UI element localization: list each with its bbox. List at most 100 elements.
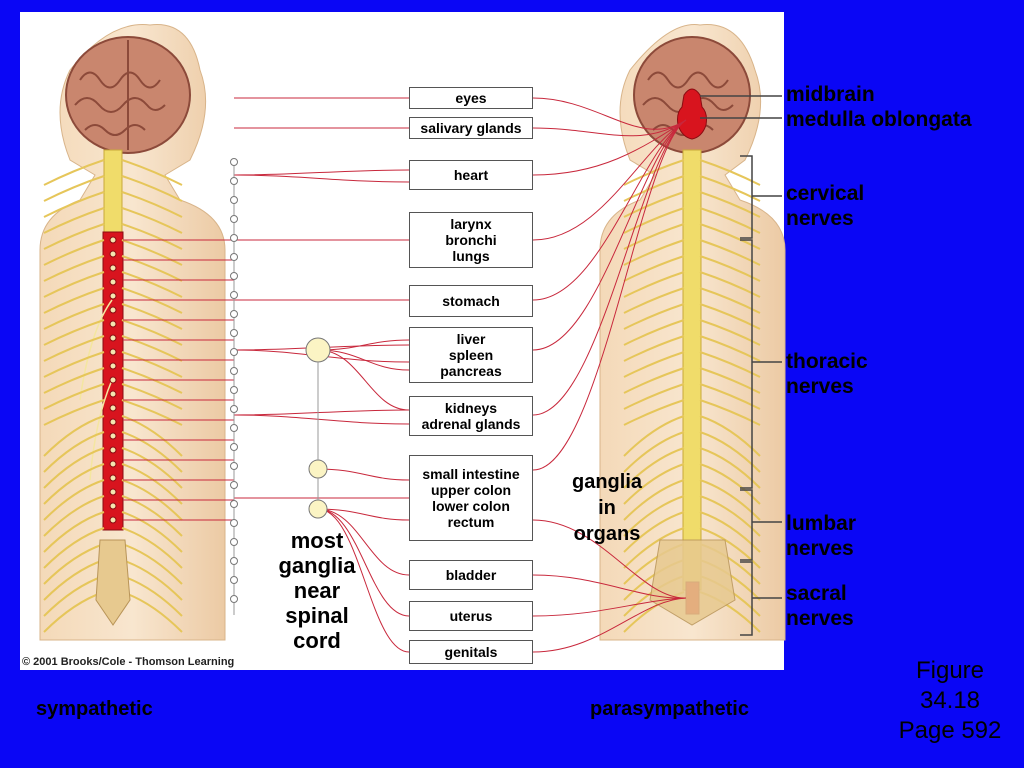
spinal-nerve-right xyxy=(699,351,761,378)
spinal-nerve-right xyxy=(121,463,183,505)
chain-ganglion xyxy=(230,272,238,280)
chain-ganglion xyxy=(230,462,238,470)
right-spinal-cord xyxy=(682,149,702,591)
spinal-nerve-right xyxy=(699,415,761,457)
chain-ganglion xyxy=(230,158,238,166)
spinal-nerve-left xyxy=(623,495,685,537)
parasympathetic-pathway xyxy=(532,119,687,137)
spinal-nerve-right xyxy=(699,431,761,473)
organ-genitals: genitals xyxy=(409,640,533,664)
spinal-nerve-right xyxy=(121,431,183,473)
celiac-ganglion xyxy=(305,337,331,363)
spinal-nerve-left xyxy=(623,399,685,426)
ganglion-pathway xyxy=(317,349,410,411)
spinal-nerve-left xyxy=(623,159,685,186)
parasympathetic-pathway xyxy=(532,97,687,130)
spinal-nerve-left xyxy=(623,255,685,282)
spinal-nerve-right xyxy=(121,527,183,569)
spinal-nerve-right xyxy=(699,191,761,218)
spinal-nerve-right xyxy=(699,303,761,330)
inferior-mesenteric-ganglion xyxy=(308,499,328,519)
spinal-nerve-left xyxy=(623,303,685,330)
spinal-nerve-right xyxy=(121,447,183,489)
cord-segment xyxy=(109,376,117,384)
ganglion-pathway xyxy=(317,508,410,617)
spinal-nerve-left xyxy=(43,463,105,505)
sacral-pathway xyxy=(532,574,687,599)
chain-ganglion xyxy=(230,177,238,185)
spinal-nerve-left xyxy=(623,431,685,473)
organ-salivary-glands: salivary glands xyxy=(409,117,533,139)
spinal-nerve-left xyxy=(43,255,105,282)
parasympathetic-pathway xyxy=(532,119,687,301)
chain-ganglion xyxy=(230,348,238,356)
parasympathetic-pathway xyxy=(532,119,687,471)
spinal-nerve-left xyxy=(623,351,685,378)
spinal-nerve-right xyxy=(699,479,761,521)
chain-ganglion xyxy=(230,443,238,451)
chain-ganglion xyxy=(230,367,238,375)
chain-ganglion xyxy=(230,386,238,394)
spinal-nerve-right xyxy=(699,383,761,410)
caption-parasympathetic: parasympathetic xyxy=(590,698,749,720)
spinal-nerve-right xyxy=(699,255,761,282)
organ-stomach: stomach xyxy=(409,285,533,317)
ganglion-pathway xyxy=(317,468,410,481)
spinal-nerve-right xyxy=(699,223,761,250)
spinal-nerve-left xyxy=(43,399,105,426)
cord-segment xyxy=(109,502,117,510)
spinal-nerve-left xyxy=(623,447,685,489)
spinal-nerve-left xyxy=(43,511,105,553)
sacral-pathway xyxy=(532,597,687,617)
nerve-group-brackets xyxy=(700,95,782,636)
spinal-nerve-right xyxy=(121,399,183,426)
chain-ganglion xyxy=(230,234,238,242)
spinal-nerve-left xyxy=(623,511,685,553)
spinal-nerve-right xyxy=(699,463,761,505)
chain-ganglion xyxy=(230,595,238,603)
chain-ganglion xyxy=(230,329,238,337)
spinal-nerve-left xyxy=(623,191,685,218)
spinal-nerve-left xyxy=(43,159,105,186)
cord-segment xyxy=(109,334,117,342)
chain-ganglion xyxy=(230,500,238,508)
sympathetic-pathway xyxy=(233,414,410,425)
right-body-figure xyxy=(599,24,786,641)
spinal-nerve-left xyxy=(43,383,105,410)
label-medulla-oblongata: medulla oblongata xyxy=(786,108,972,131)
spinal-nerve-right xyxy=(121,175,183,202)
spinal-nerve-left xyxy=(43,175,105,202)
label-midbrain: midbrain xyxy=(786,83,875,106)
spinal-nerve-right xyxy=(121,319,183,346)
spinal-nerve-right xyxy=(121,351,183,378)
spinal-nerve-right xyxy=(699,447,761,489)
sympathetic-pathway xyxy=(233,169,410,176)
chain-ganglion xyxy=(230,519,238,527)
cord-segment xyxy=(109,250,117,258)
chain-ganglion xyxy=(230,310,238,318)
chain-ganglion xyxy=(230,557,238,565)
spinal-nerve-left xyxy=(43,479,105,521)
spinal-nerve-right xyxy=(699,159,761,186)
spinal-nerve-right xyxy=(121,495,183,537)
spinal-nerve-left xyxy=(623,319,685,346)
chain-ganglion xyxy=(230,424,238,432)
sympathetic-ganglia-chain xyxy=(230,158,238,615)
ganglion-pathway xyxy=(317,508,410,653)
cord-segment xyxy=(109,306,117,314)
spinal-nerve-right xyxy=(699,239,761,266)
spinal-nerve-right xyxy=(121,287,183,314)
spinal-nerve-left xyxy=(623,415,685,457)
ganglion-pathway xyxy=(317,508,410,521)
chain-ganglion xyxy=(230,538,238,546)
spinal-nerve-left xyxy=(623,175,685,202)
spinal-nerve-right xyxy=(121,511,183,553)
parasympathetic-pathway xyxy=(532,119,687,241)
spinal-nerve-left xyxy=(43,223,105,250)
spinal-nerve-left xyxy=(43,287,105,314)
chain-ganglion xyxy=(230,196,238,204)
